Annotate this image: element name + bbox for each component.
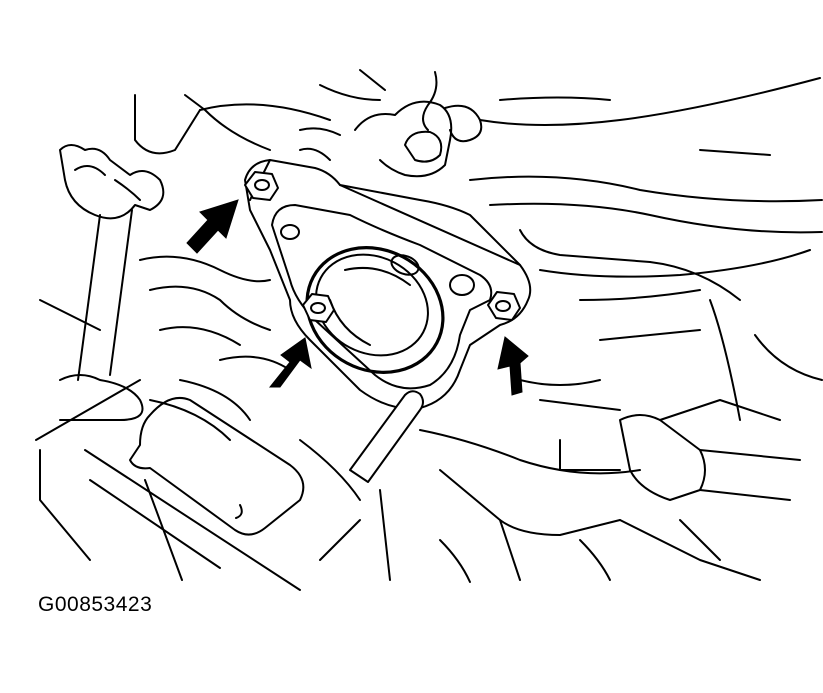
throttle-rod [349, 390, 424, 483]
flange-bolt-center [302, 293, 335, 323]
intake-housing [299, 100, 453, 178]
engine-background-lines [35, 69, 823, 591]
throttle-body-flange [244, 159, 532, 410]
arrow-icon [497, 336, 529, 396]
flange-bolt-top-left [244, 171, 279, 201]
arrow-icon [186, 199, 239, 254]
figure-code: G00853423 [38, 593, 153, 616]
arrow-icon [268, 337, 312, 388]
flange-bolt-right [487, 291, 521, 321]
